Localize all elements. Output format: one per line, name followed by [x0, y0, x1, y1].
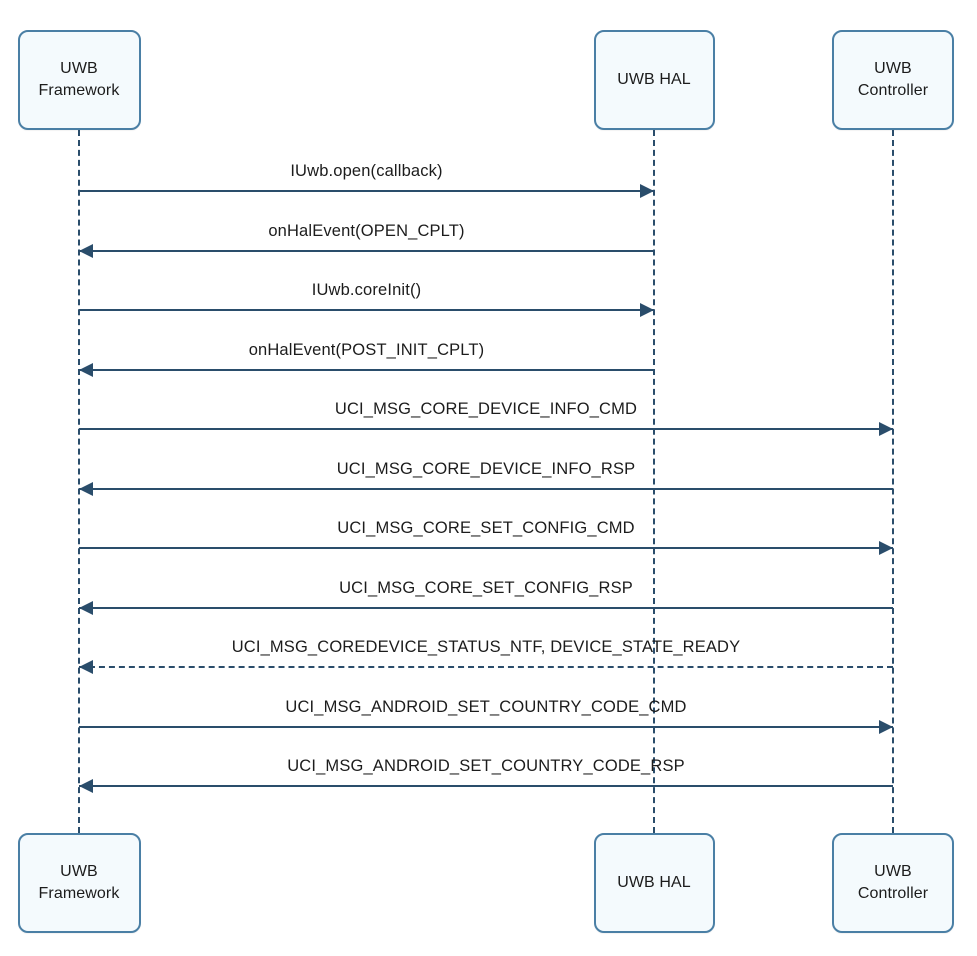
- message-arrowhead-2: [79, 244, 93, 258]
- message-arrowhead-3: [640, 303, 654, 317]
- participant-label-framework-top: UWB Framework: [38, 60, 120, 99]
- message-arrowhead-11: [79, 779, 93, 793]
- message-line-9: [79, 666, 893, 668]
- participant-label-hal-bottom: UWB HAL: [617, 874, 691, 892]
- participant-label-controller-top: UWB Controller: [857, 60, 929, 99]
- message-line-1: [79, 190, 654, 192]
- message-line-10: [79, 726, 893, 728]
- message-label-2: onHalEvent(OPEN_CPLT): [268, 222, 465, 240]
- lifeline-controller: [892, 130, 894, 833]
- participant-box-framework-bottom[interactable]: UWB Framework: [17, 833, 141, 933]
- participant-label-controller-bottom: UWB Controller: [857, 863, 929, 902]
- participant-label-hal-top: UWB HAL: [617, 71, 691, 89]
- message-arrowhead-7: [879, 541, 893, 555]
- message-arrowhead-5: [879, 422, 893, 436]
- participant-box-controller-bottom[interactable]: UWB Controller: [832, 833, 954, 933]
- message-arrowhead-10: [879, 720, 893, 734]
- participant-box-hal-bottom[interactable]: UWB HAL: [593, 833, 715, 933]
- message-line-5: [79, 428, 893, 430]
- lifeline-framework: [78, 130, 80, 833]
- message-line-7: [79, 547, 893, 549]
- message-label-11: UCI_MSG_ANDROID_SET_COUNTRY_CODE_RSP: [287, 757, 685, 775]
- message-label-1: IUwb.open(callback): [290, 162, 443, 180]
- message-arrowhead-9: [79, 660, 93, 674]
- message-label-5: UCI_MSG_CORE_DEVICE_INFO_CMD: [334, 400, 638, 418]
- message-line-4: [79, 369, 654, 371]
- message-label-8: UCI_MSG_CORE_SET_CONFIG_RSP: [339, 579, 633, 597]
- message-label-4: onHalEvent(POST_INIT_CPLT): [248, 341, 485, 359]
- message-line-11: [79, 785, 893, 787]
- message-arrowhead-1: [640, 184, 654, 198]
- participant-box-controller-top[interactable]: UWB Controller: [832, 30, 954, 130]
- message-label-6: UCI_MSG_CORE_DEVICE_INFO_RSP: [336, 460, 636, 478]
- message-label-3: IUwb.coreInit(): [311, 281, 422, 299]
- message-label-9: UCI_MSG_COREDEVICE_STATUS_NTF, DEVICE_ST…: [231, 638, 741, 656]
- message-line-6: [79, 488, 893, 490]
- message-line-8: [79, 607, 893, 609]
- message-label-10: UCI_MSG_ANDROID_SET_COUNTRY_CODE_CMD: [285, 698, 687, 716]
- participant-label-framework-bottom: UWB Framework: [38, 863, 120, 902]
- message-line-3: [79, 309, 654, 311]
- message-arrowhead-4: [79, 363, 93, 377]
- message-arrowhead-8: [79, 601, 93, 615]
- message-label-7: UCI_MSG_CORE_SET_CONFIG_CMD: [337, 519, 635, 537]
- lifeline-hal: [653, 130, 655, 833]
- participant-box-hal-top[interactable]: UWB HAL: [593, 30, 715, 130]
- participant-box-framework-top[interactable]: UWB Framework: [17, 30, 141, 130]
- message-line-2: [79, 250, 654, 252]
- message-arrowhead-6: [79, 482, 93, 496]
